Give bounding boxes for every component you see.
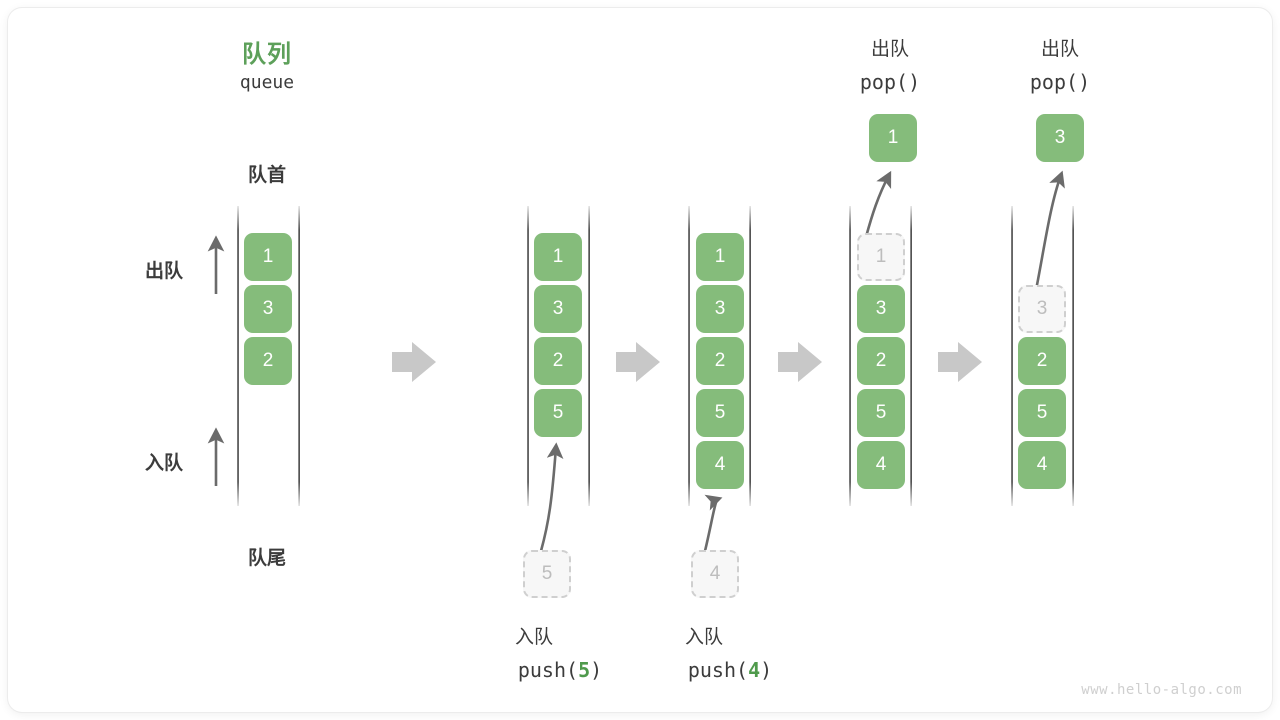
op-push2-code-pre: push( <box>687 658 749 682</box>
popped-cell: 1 <box>869 114 917 162</box>
queue-cell: 3 <box>696 285 744 333</box>
op-label-push2-code: push(4) <box>688 658 772 682</box>
queue-cell: 1 <box>696 233 744 281</box>
op-label-push1-cn: 入队 <box>514 627 554 648</box>
diagram-card <box>8 8 1272 712</box>
label-queue-front: 队首 <box>247 165 287 186</box>
queue-cell: 5 <box>857 389 905 437</box>
queue-cell: 5 <box>534 389 582 437</box>
op-label-pop1-cn: 出队 <box>870 39 910 60</box>
queue-cell: 3 <box>244 285 292 333</box>
queue-cell: 2 <box>1018 337 1066 385</box>
outgoing-ghost-cell: 3 <box>1018 285 1066 333</box>
incoming-ghost-cell: 4 <box>691 550 739 598</box>
diagram-title-en: queue <box>239 72 295 93</box>
label-dequeue-direction: 出队 <box>145 261 184 282</box>
op-label-pop2-cn: 出队 <box>1040 39 1080 60</box>
queue-cell: 3 <box>857 285 905 333</box>
op-label-pop2-code: pop() <box>1030 70 1090 94</box>
queue-cell: 4 <box>1018 441 1066 489</box>
op-label-pop1-code: pop() <box>860 70 920 94</box>
outgoing-ghost-cell: 1 <box>857 233 905 281</box>
op-label-push2-cn: 入队 <box>684 627 724 648</box>
op-pop2-code-pre: pop( <box>1029 70 1079 94</box>
label-enqueue-direction: 入队 <box>145 453 184 474</box>
queue-cell: 2 <box>244 337 292 385</box>
op-push2-code-arg: 4 <box>748 658 761 682</box>
site-watermark: www.hello-algo.com <box>1081 682 1242 698</box>
op-push1-code-post: ) <box>590 658 603 682</box>
queue-cell: 2 <box>534 337 582 385</box>
incoming-ghost-cell: 5 <box>523 550 571 598</box>
queue-cell: 2 <box>857 337 905 385</box>
op-push2-code-post: ) <box>760 658 773 682</box>
diagram-title-cn: 队列 <box>242 41 292 68</box>
queue-cell: 4 <box>696 441 744 489</box>
queue-cell: 3 <box>534 285 582 333</box>
op-push1-code-arg: 5 <box>578 658 591 682</box>
queue-cell: 2 <box>696 337 744 385</box>
label-queue-rear: 队尾 <box>247 548 287 569</box>
popped-cell: 3 <box>1036 114 1084 162</box>
queue-cell: 5 <box>1018 389 1066 437</box>
op-label-push1-code: push(5) <box>518 658 602 682</box>
queue-cell: 1 <box>534 233 582 281</box>
queue-cell: 5 <box>696 389 744 437</box>
op-pop2-code-post: ) <box>1078 70 1091 94</box>
op-pop1-code-pre: pop( <box>859 70 909 94</box>
queue-cell: 1 <box>244 233 292 281</box>
queue-cell: 4 <box>857 441 905 489</box>
op-push1-code-pre: push( <box>517 658 579 682</box>
op-pop1-code-post: ) <box>908 70 921 94</box>
